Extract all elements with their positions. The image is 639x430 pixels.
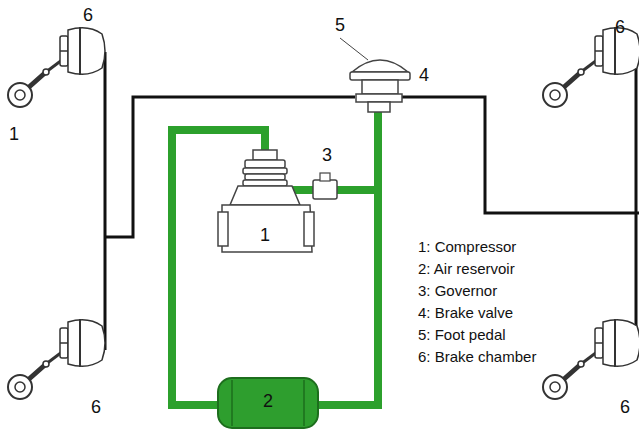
key-entry: 4: Brake valve xyxy=(418,305,513,322)
key-entry: 6: Brake chamber xyxy=(418,349,536,366)
key-entry: 5: Foot pedal xyxy=(418,327,506,344)
callout-number: 6 xyxy=(615,18,625,38)
callout-number: 1 xyxy=(260,226,270,246)
callout-number: 6 xyxy=(91,398,101,418)
callout-number: 2 xyxy=(263,392,273,412)
callout-number: 1 xyxy=(9,125,19,145)
callout-number: 6 xyxy=(620,398,630,418)
callout-number: 3 xyxy=(322,146,332,166)
callout-number: 6 xyxy=(83,6,93,26)
key-entry: 3: Governor xyxy=(418,283,497,300)
callout-number: 4 xyxy=(419,66,429,86)
callout-number: 5 xyxy=(335,16,345,36)
key-entry: 2: Air reservoir xyxy=(418,261,515,278)
key-entry: 1: Compressor xyxy=(418,239,516,256)
